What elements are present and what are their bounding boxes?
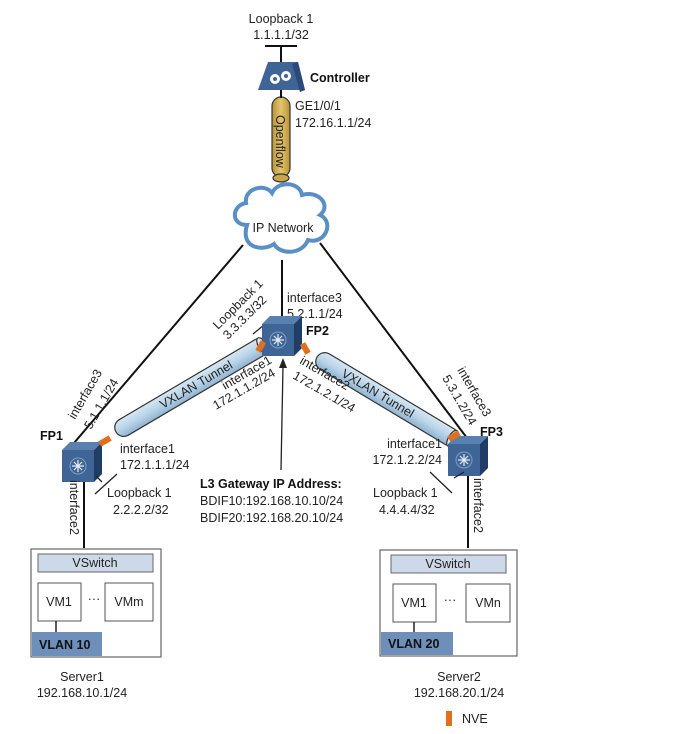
openflow-link: Openflow [271, 96, 291, 183]
fp2-interface3: interface3 [287, 291, 342, 305]
server2-ellipsis: ··· [444, 593, 457, 607]
server2-vlan-badge [381, 632, 453, 655]
fp2-label: FP2 [306, 324, 329, 338]
server2: VSwitch VM1 ··· VMn VLAN 20 [379, 549, 518, 657]
fp1-interface1: interface1 [120, 442, 175, 456]
server1-vswitch: VSwitch [72, 556, 117, 570]
server1-name: Server1 [60, 670, 104, 684]
gateway-title: L3 Gateway IP Address: [200, 477, 342, 491]
fp2-nve-right-icon [299, 342, 311, 355]
fp1-interface1-ip: 172.1.1.1/24 [120, 458, 190, 472]
gateway-arrow [280, 365, 284, 471]
controller-label: Controller [310, 71, 370, 85]
fp3-nve-icon [447, 430, 461, 442]
fp3-interface1-ip: 172.1.2.2/24 [372, 453, 442, 467]
fp1-nve-icon [98, 435, 112, 447]
fp1-loopback-label: Loopback 1 [107, 486, 172, 500]
server1-vmm[interactable] [104, 582, 154, 622]
fp2-switch-icon[interactable] [261, 315, 303, 357]
link-cloud-fp1 [73, 244, 244, 444]
controller-interface-ip: 172.16.1.1/24 [295, 116, 372, 130]
server2-vmn[interactable] [465, 583, 511, 623]
fp3-label: FP3 [480, 425, 503, 439]
nve-legend-icon [446, 711, 452, 726]
server1-ellipsis: ··· [88, 592, 101, 606]
fp1-loopback-bar [94, 473, 118, 495]
server2-vlan: VLAN 20 [388, 637, 439, 651]
ip-network-cloud-icon [232, 182, 330, 254]
server2-name: Server2 [437, 670, 481, 684]
gateway-bdif20: BDIF20:192.168.20.10/24 [200, 511, 343, 525]
controller-loopback-label: Loopback 1 [249, 12, 314, 26]
fp1-loopback-ip: 2.2.2.2/32 [113, 503, 169, 517]
fp3-loopback-label: Loopback 1 [373, 486, 438, 500]
fp3-interface2: interface2 [471, 478, 485, 533]
fp3-loopback-bar [429, 471, 453, 494]
fp3-switch-icon[interactable] [447, 435, 489, 477]
openflow-label: Openflow [273, 115, 287, 169]
ip-network-label: IP Network [253, 221, 315, 235]
fp3-loopback-ip: 4.4.4.4/32 [379, 503, 435, 517]
server1: VSwitch VM1 ··· VMm VLAN 10 [30, 548, 162, 658]
fp1-label: FP1 [40, 429, 63, 443]
server2-vswitch: VSwitch [425, 557, 470, 571]
server2-ip: 192.168.20.1/24 [414, 686, 504, 700]
server1-vlan: VLAN 10 [39, 638, 90, 652]
svg-text:VM1: VM1 [46, 595, 72, 609]
server1-ip: 192.168.10.1/24 [37, 686, 127, 700]
controller-interface: GE1/0/1 [295, 99, 341, 113]
svg-text:VMm: VMm [114, 595, 143, 609]
nve-legend-label: NVE [462, 712, 488, 726]
gateway-bdif10: BDIF10:192.168.10.10/24 [200, 494, 343, 508]
fp3-interface1: interface1 [387, 437, 442, 451]
svg-text:VM1: VM1 [401, 596, 427, 610]
controller-icon[interactable] [258, 62, 305, 92]
link-cloud-fp3 [319, 242, 468, 439]
svg-text:VMn: VMn [475, 596, 501, 610]
server1-vlan-badge [32, 632, 102, 656]
fp2-nve-left-icon [255, 340, 267, 353]
server1-vm1[interactable] [37, 582, 82, 622]
controller-loopback-ip: 1.1.1.1/32 [253, 28, 309, 42]
fp1-interface2: interface2 [67, 480, 81, 535]
